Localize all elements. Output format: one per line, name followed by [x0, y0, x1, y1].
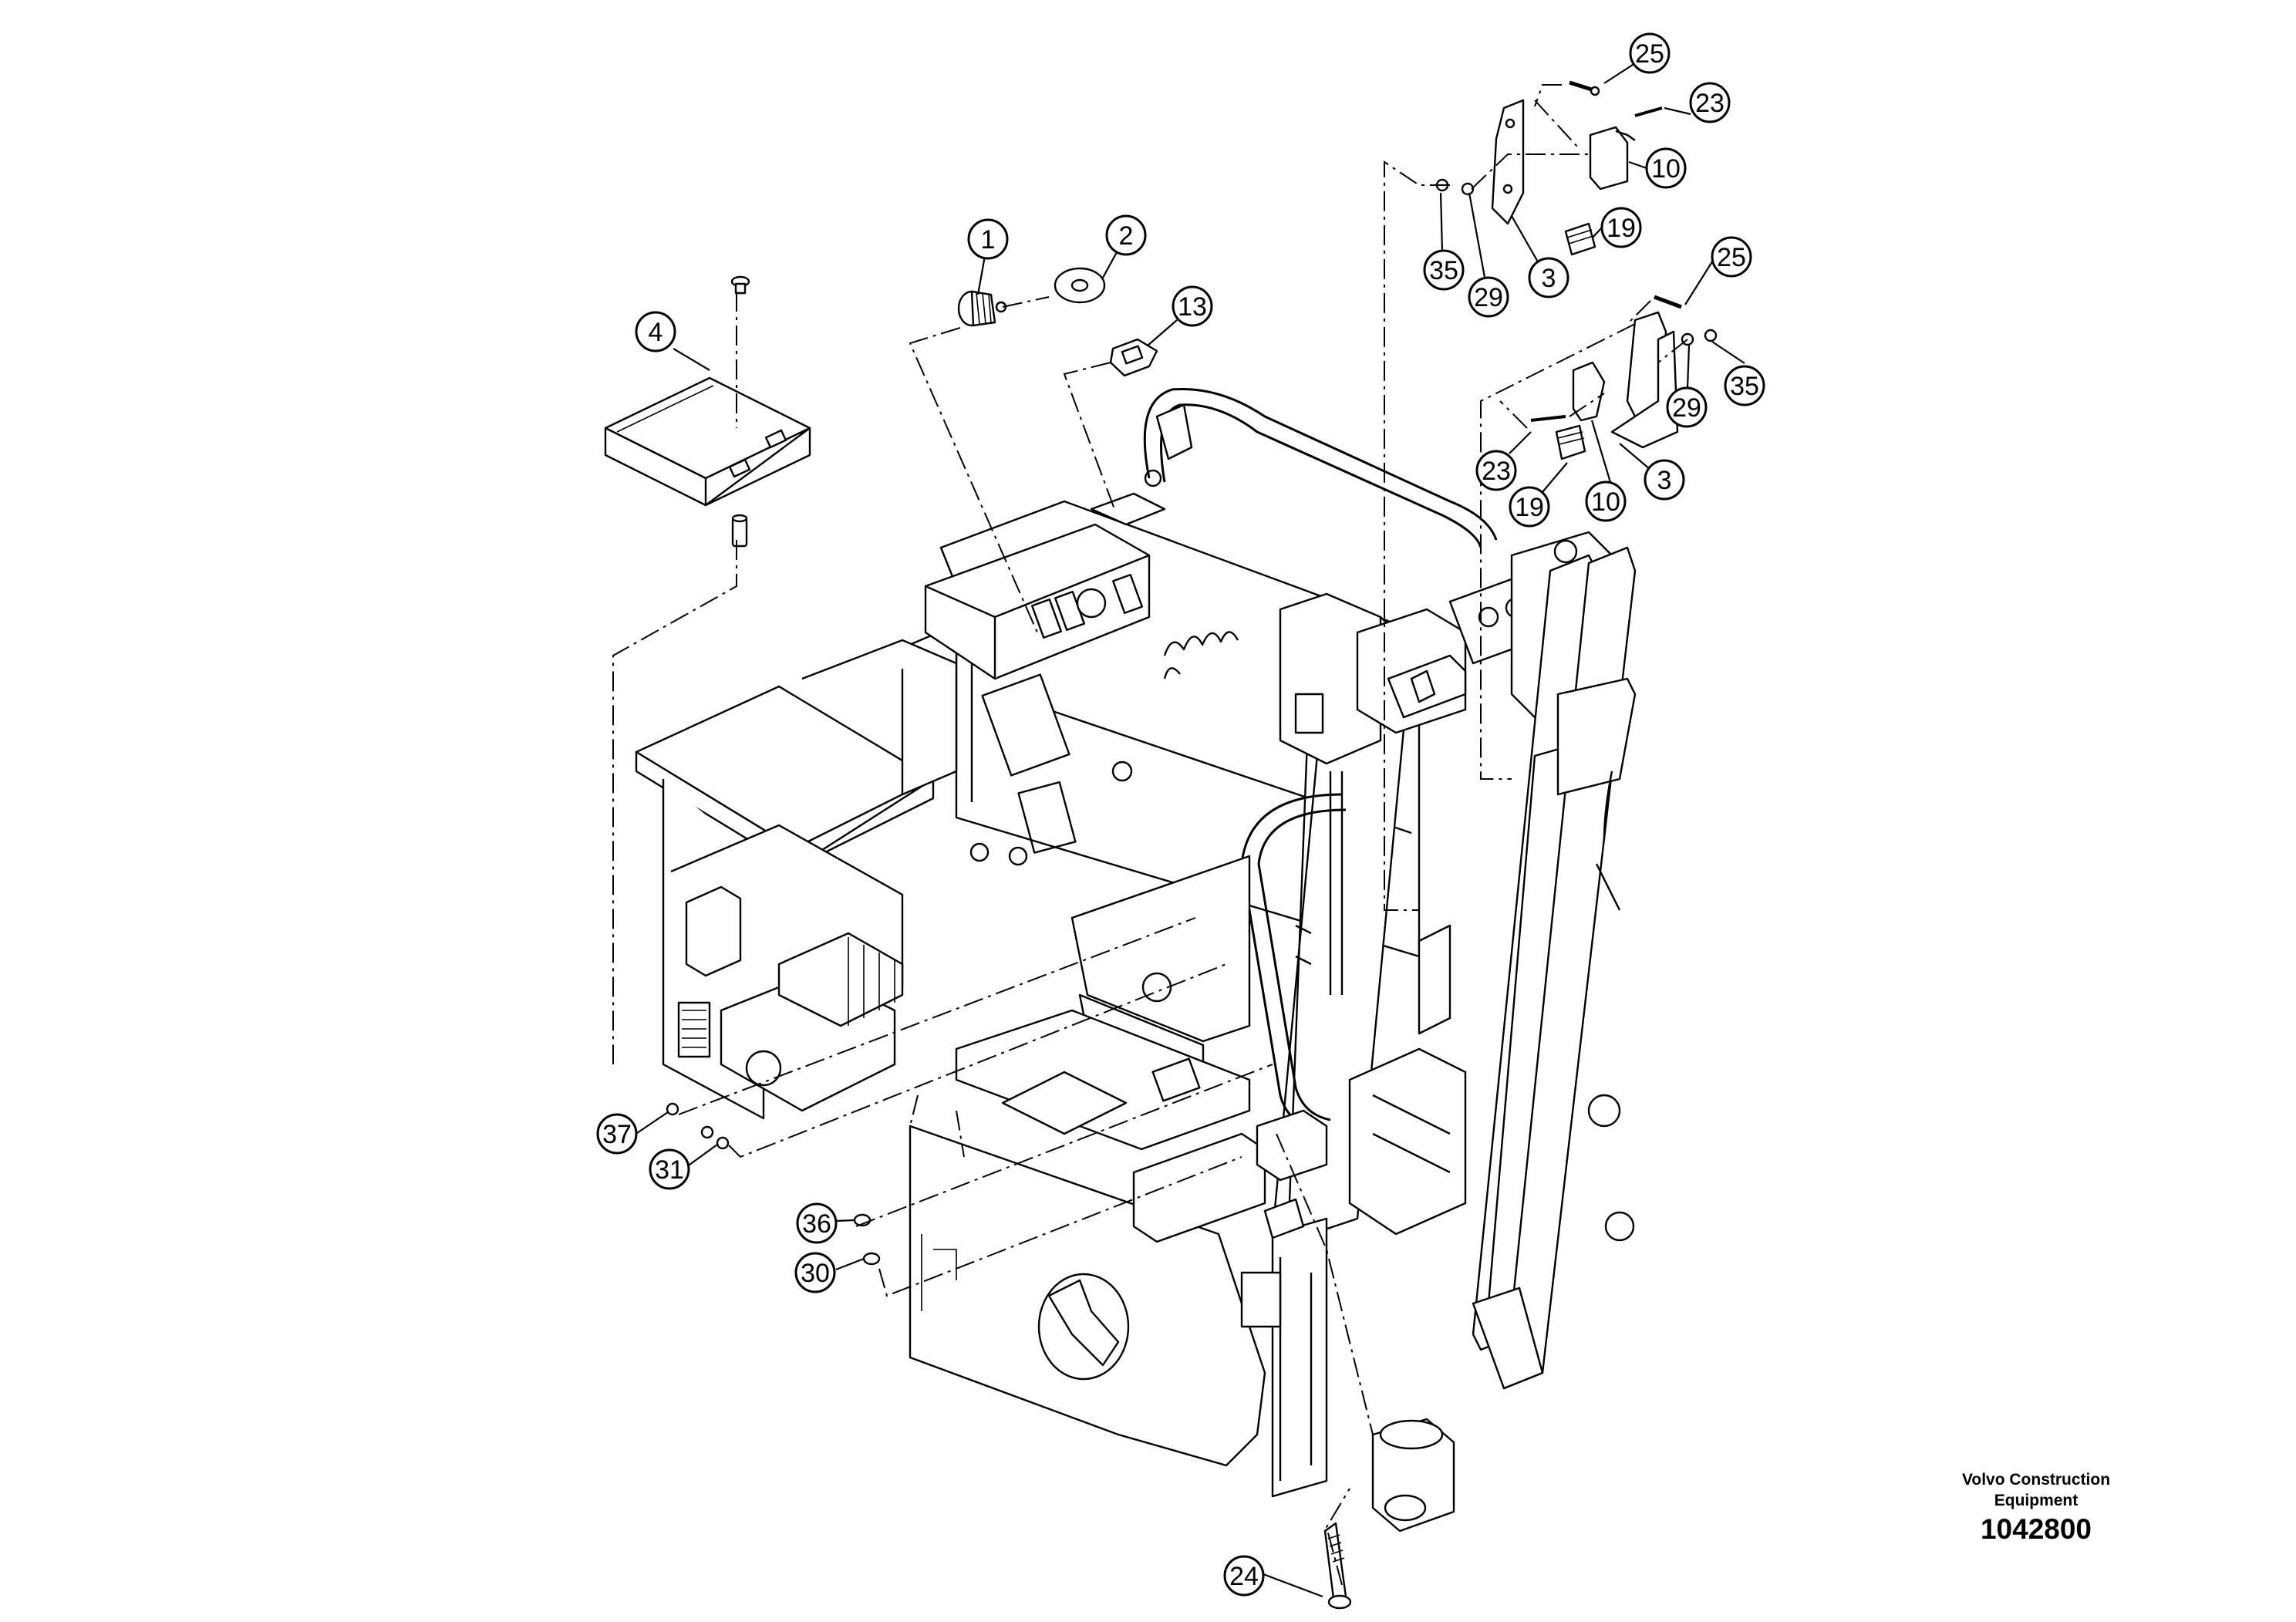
- callout-10-upper: 10: [1645, 147, 1687, 189]
- svg-text:19: 19: [1515, 493, 1544, 522]
- svg-text:10: 10: [1651, 154, 1681, 184]
- callout-1: 1: [967, 218, 1009, 260]
- callout-29-upper: 29: [1468, 276, 1509, 318]
- svg-text:36: 36: [802, 1209, 831, 1239]
- callout-13: 13: [1172, 285, 1213, 327]
- callout-2: 2: [1105, 214, 1147, 256]
- callout-37: 37: [596, 1113, 638, 1155]
- callout-31: 31: [649, 1148, 690, 1190]
- callout-3-upper: 3: [1528, 257, 1569, 298]
- svg-text:25: 25: [1717, 243, 1746, 272]
- company-line-1: Volvo Construction: [1961, 1471, 2111, 1489]
- svg-text:3: 3: [1657, 466, 1672, 495]
- callout-23-middle: 23: [1475, 450, 1517, 491]
- svg-text:1: 1: [981, 225, 996, 255]
- callout-35-upper: 35: [1423, 249, 1465, 291]
- callout-25-middle: 25: [1711, 236, 1752, 278]
- small-parts: [604, 80, 1718, 1610]
- svg-text:3: 3: [1542, 264, 1556, 293]
- company-line-2: Equipment: [1994, 1492, 2079, 1509]
- svg-text:30: 30: [801, 1259, 830, 1288]
- callout-36: 36: [796, 1202, 838, 1244]
- callout-3-middle: 3: [1644, 459, 1685, 501]
- callout-10-middle: 10: [1585, 481, 1627, 522]
- callout-30: 30: [794, 1252, 836, 1293]
- drawing-number: 1042800: [1980, 1513, 2092, 1545]
- callout-19-middle: 19: [1509, 486, 1550, 528]
- svg-text:23: 23: [1482, 457, 1511, 486]
- svg-text:31: 31: [655, 1155, 684, 1185]
- callouts: 1 2 13 4 25 23 10 19: [596, 32, 1765, 1597]
- company-caption: Volvo Construction Equipment: [1905, 1469, 2167, 1511]
- callout-35-middle: 35: [1724, 365, 1765, 406]
- svg-text:35: 35: [1429, 256, 1458, 285]
- svg-text:37: 37: [602, 1120, 632, 1149]
- svg-text:23: 23: [1695, 89, 1725, 118]
- svg-text:29: 29: [1672, 393, 1701, 423]
- assembly-lines: [612, 84, 1688, 1586]
- callout-19-upper: 19: [1600, 207, 1642, 248]
- svg-text:29: 29: [1474, 283, 1503, 312]
- svg-text:25: 25: [1635, 39, 1664, 69]
- callout-25-upper: 25: [1629, 32, 1671, 74]
- svg-text:4: 4: [649, 318, 663, 347]
- svg-text:2: 2: [1119, 221, 1134, 251]
- svg-text:13: 13: [1178, 292, 1207, 322]
- machine-frame: [635, 387, 1637, 1498]
- svg-text:24: 24: [1229, 1562, 1259, 1591]
- callout-4: 4: [635, 311, 676, 352]
- callout-29-middle: 29: [1666, 386, 1708, 428]
- svg-text:35: 35: [1730, 372, 1759, 401]
- svg-text:19: 19: [1607, 214, 1636, 243]
- callout-24: 24: [1223, 1555, 1265, 1597]
- callout-23-upper: 23: [1689, 82, 1731, 123]
- svg-text:10: 10: [1591, 487, 1620, 517]
